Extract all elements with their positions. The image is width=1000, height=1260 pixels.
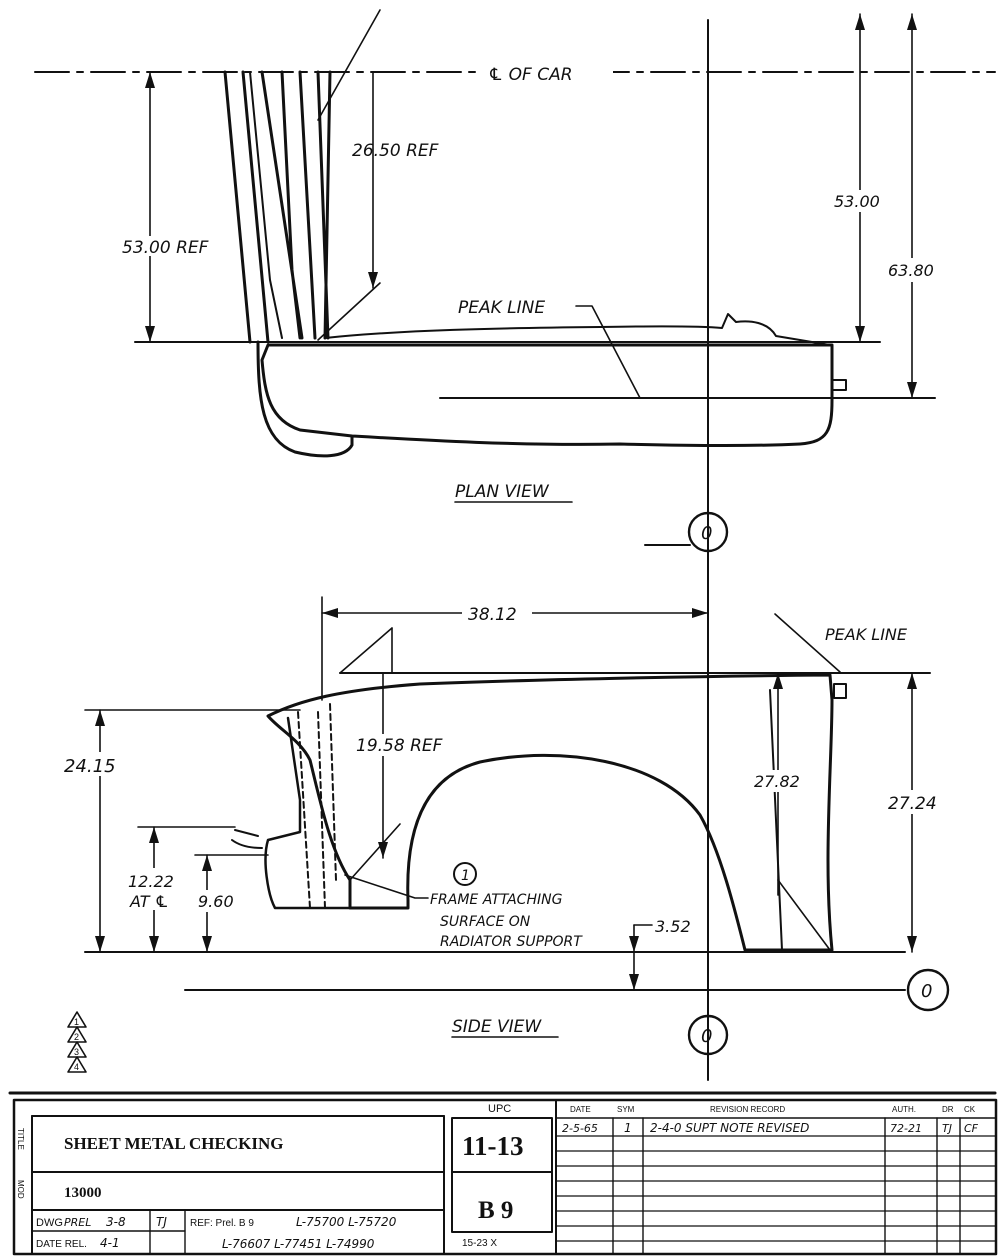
note-line-2: SURFACE ON	[440, 914, 531, 930]
radiator-support-inner	[249, 71, 283, 339]
sheet-value: B 9	[478, 1197, 513, 1224]
svg-text:1: 1	[74, 1017, 79, 1027]
zero-marker-top-label: 0	[701, 523, 712, 544]
rev-header-sym: SYM	[617, 1105, 635, 1114]
dim-3-52: 3.52	[655, 917, 691, 936]
rev-record: 2-4-0 SUPT NOTE REVISED	[650, 1121, 809, 1135]
centerline-label-bg	[478, 60, 613, 84]
dim-53-ref: 53.00 REF	[122, 238, 209, 258]
side-view: 38.12 0 0 PEAK LINE 19.58 REF	[60, 596, 950, 1056]
dim-27-82: 27.82	[754, 772, 800, 791]
rev-header-record: REVISION RECORD	[710, 1105, 785, 1114]
zero-marker-right	[906, 968, 950, 1012]
upc-label: UPC	[488, 1103, 511, 1115]
radiator-support-side	[264, 716, 354, 910]
plan-peak-line-label: PEAK LINE	[458, 298, 545, 318]
dim-63-80: 63.80	[888, 261, 934, 280]
dim-at-c: AT ℄	[129, 892, 169, 911]
note-1-number: 1	[461, 868, 470, 884]
date-rel-value: 4-1	[100, 1236, 120, 1250]
zero-marker-bottom-label: 0	[701, 1026, 712, 1047]
radiator-support-hidden	[297, 703, 337, 909]
fender-top-edge	[324, 313, 831, 346]
dim-26-ref: 26.50 REF	[352, 141, 439, 161]
dim-19-58-ref: 19.58 REF	[356, 736, 443, 756]
title-block-frame	[12, 1098, 998, 1256]
prel-label: PREL	[64, 1216, 91, 1229]
ref-label: REF: Prel. B 9	[190, 1218, 254, 1229]
svg-text:4: 4	[74, 1062, 79, 1072]
side-peak-line-label: PEAK LINE	[825, 625, 908, 644]
mod-value: 13000	[64, 1185, 102, 1201]
zero-marker-top	[687, 511, 729, 553]
ref-line-2: L-76607 L-77451 L-74990	[222, 1237, 375, 1251]
side-view-title: SIDE VIEW	[452, 1017, 542, 1037]
rev-triangle-4	[67, 1056, 87, 1073]
title-block: TITLE SHEET METAL CHECKING MOD 13000 DWG…	[8, 1091, 998, 1256]
plan-peak-line-leader	[575, 305, 641, 399]
rev-header-ck: CK	[964, 1105, 976, 1114]
mod-label: MOD	[16, 1180, 25, 1199]
revision-grid	[555, 1117, 997, 1255]
upc-value: 11-13	[462, 1131, 524, 1161]
fender-plan-outline	[256, 340, 834, 458]
rev-header-auth: AUTH.	[892, 1105, 916, 1114]
dim-53: 53.00	[834, 192, 880, 211]
note-1-circle	[453, 862, 477, 886]
note-line-3: RADIATOR SUPPORT	[440, 934, 583, 950]
radiator-support-plan	[223, 70, 332, 344]
rev-auth: 72-21	[890, 1122, 922, 1135]
plan-view-title: PLAN VIEW	[455, 482, 550, 502]
dim-27-24: 27.24	[888, 794, 937, 814]
svg-text:3: 3	[74, 1047, 79, 1057]
leader-26-ref-top	[317, 9, 381, 121]
revision-triangles: 1 2 3 4	[67, 1011, 87, 1073]
rev-date: 2-5-65	[562, 1122, 598, 1135]
rev-header-dr: DR	[942, 1105, 954, 1114]
centerline-label: ℄ OF CAR	[488, 65, 573, 85]
title-label: TITLE	[16, 1128, 25, 1150]
initials: TJ	[156, 1215, 167, 1229]
note-1-leader	[344, 874, 429, 899]
note-line-1: FRAME ATTACHING	[430, 892, 563, 908]
rev-header-date: DATE	[570, 1105, 591, 1114]
dim-24-15: 24.15	[64, 756, 116, 777]
fender-rear-edge	[769, 689, 783, 951]
side-peak-line-leader	[774, 613, 841, 673]
rev-dr: TJ	[942, 1122, 952, 1135]
plan-tab	[831, 379, 847, 391]
leader-26-ref-bottom	[317, 282, 381, 341]
rev-ck: CF	[964, 1122, 979, 1135]
zero-marker-right-label: 0	[921, 981, 932, 1002]
dim-38-12: 38.12	[468, 605, 517, 625]
dim-9-60: 9.60	[198, 892, 234, 911]
prel-value: 3-8	[106, 1215, 126, 1229]
dwg-label: DWG	[36, 1217, 63, 1229]
ref-line-1: L-75700 L-75720	[296, 1215, 397, 1229]
rev-sym: 1	[624, 1121, 632, 1135]
title-value: SHEET METAL CHECKING	[64, 1134, 283, 1153]
svg-text:2: 2	[74, 1032, 79, 1042]
zero-marker-bottom	[687, 1014, 729, 1056]
plan-view: ℄ OF CAR 53.00 REF 26.50 REF 53.00 63.80	[34, 9, 996, 503]
sheet-note: 15-23 X	[462, 1238, 497, 1249]
side-tab	[833, 683, 847, 699]
dim-12-22: 12.22	[128, 872, 174, 891]
date-rel-label: DATE REL.	[36, 1239, 87, 1250]
